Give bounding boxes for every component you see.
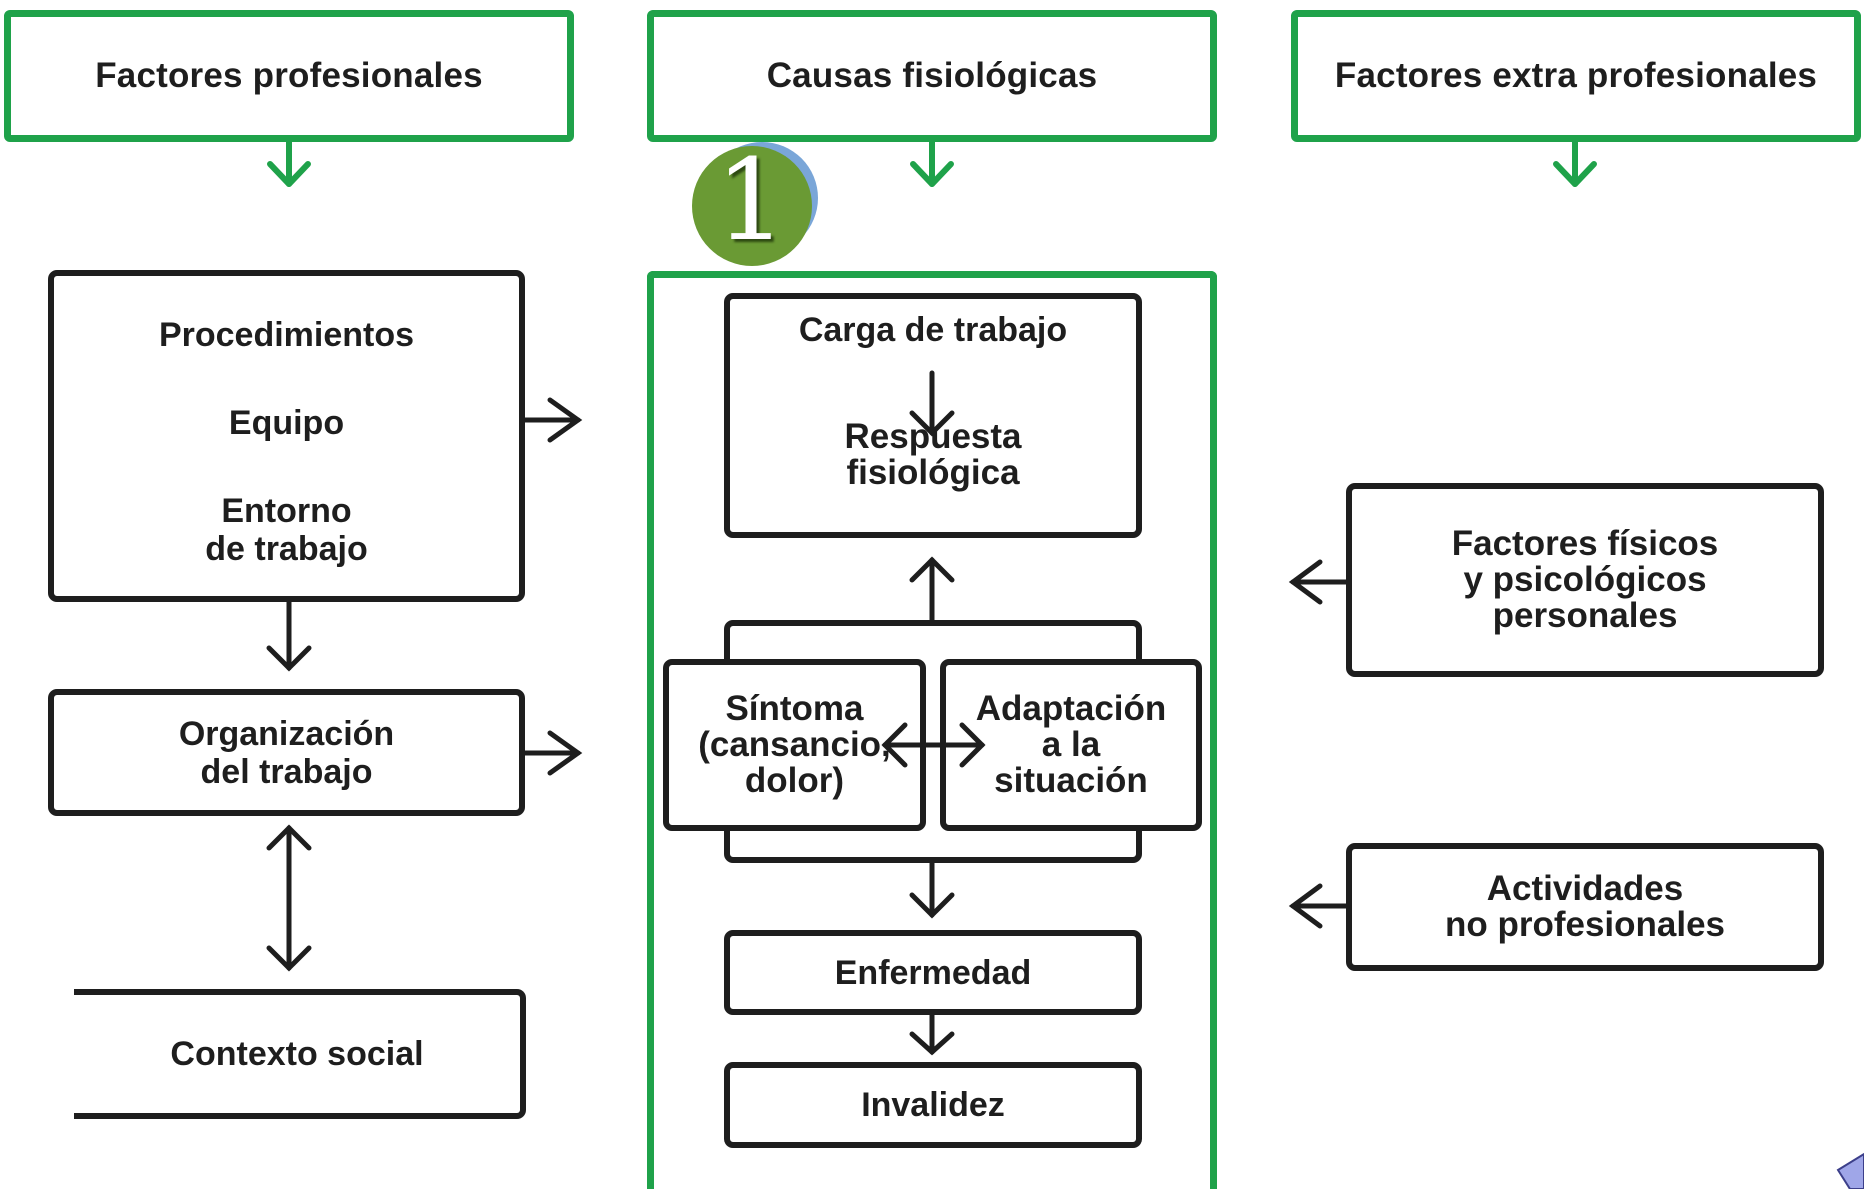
header-physiological-label: Causas fisiológicas (766, 56, 1098, 95)
social-context-box: Contexto social (74, 989, 526, 1119)
header-extra-professional-factors: Factores extra profesionales (1291, 10, 1861, 142)
header-extra-label: Factores extra profesionales (1334, 56, 1818, 95)
procedures-label: Procedimientos (158, 316, 415, 354)
non-professional-activities-label: Actividades no profesionales (1444, 869, 1726, 944)
arrow-organization-social-bidirectional-icon (266, 824, 312, 972)
non-professional-activities-box: Actividades no profesionales (1346, 843, 1824, 971)
workload-label: Carga de trabajo (798, 311, 1068, 349)
header-arrow-physiological-icon (910, 139, 954, 187)
personal-factors-label: Factores físicos y psicológicos personal… (1451, 524, 1719, 635)
work-environment-label: Entorno de trabajo (205, 492, 368, 568)
social-context-label: Contexto social (170, 1035, 424, 1073)
badge-number: 1 (715, 136, 787, 266)
arrow-work-to-physiological-icon (522, 397, 583, 443)
personal-factors-box: Factores físicos y psicológicos personal… (1346, 483, 1824, 677)
arrow-non-professional-activities-icon (1288, 883, 1349, 929)
header-arrow-professional-icon (267, 139, 311, 187)
arrow-group-to-response-icon (909, 556, 955, 623)
disease-box: Enfermedad (724, 930, 1142, 1015)
triangle-corner-icon (1836, 1152, 1864, 1189)
header-professional-factors: Factores profesionales (4, 10, 574, 142)
arrow-personal-factors-icon (1288, 559, 1349, 605)
header-arrow-extra-icon (1553, 139, 1597, 187)
header-physiological-causes: Causas fisiológicas (647, 10, 1217, 142)
equipment-label: Equipo (228, 404, 345, 442)
arrow-disease-to-disability-icon (909, 1012, 955, 1056)
disability-label: Invalidez (861, 1086, 1005, 1124)
arrow-workload-to-response-icon (909, 370, 955, 437)
arrow-symptom-adaptation-bidirectional-icon (881, 722, 986, 768)
work-organization-label: Organización del trabajo (178, 714, 395, 791)
adaptation-label: Adaptación a la situación (975, 689, 1167, 800)
work-organization-box: Organización del trabajo (48, 689, 525, 816)
arrow-group-to-disease-icon (909, 860, 955, 919)
disease-label: Enfermedad (834, 953, 1032, 992)
arrow-organization-to-physiological-icon (522, 730, 583, 776)
header-professional-label: Factores profesionales (95, 56, 483, 95)
number-badge-icon (692, 142, 818, 266)
work-conditions-box: Procedimientos Equipo Entorno de trabajo (48, 270, 525, 602)
arrow-work-to-organization-icon (266, 599, 312, 672)
disability-box: Invalidez (724, 1062, 1142, 1148)
symptom-label: Síntoma (cansancio, dolor) (698, 689, 891, 800)
